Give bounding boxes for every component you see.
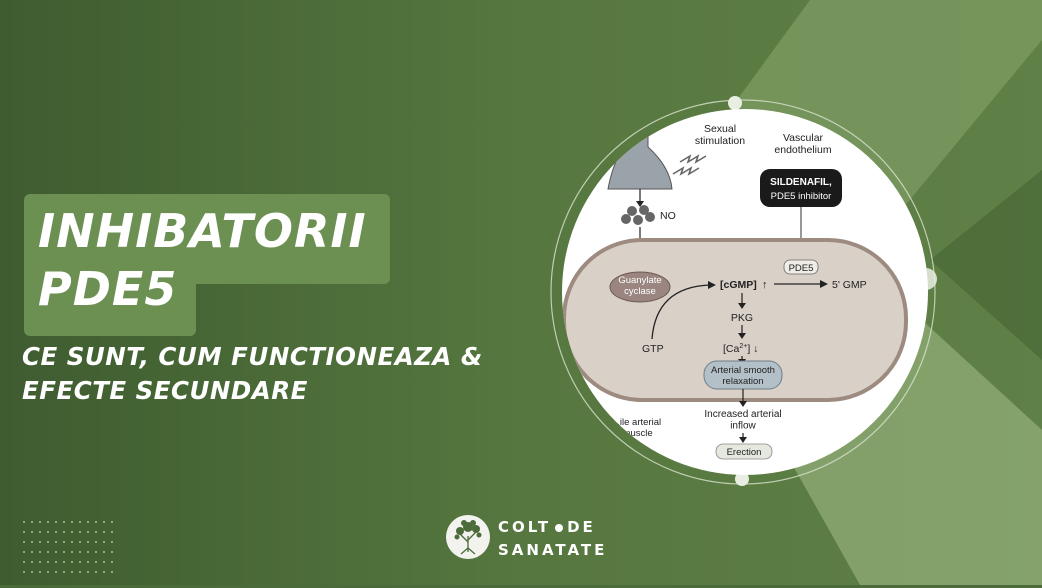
- guanylate-cyclase-node: [609, 271, 671, 303]
- tree-logo-icon: [446, 515, 490, 559]
- pde5-box: [783, 259, 819, 275]
- svg-text:[Ca2+] ↓: [Ca2+] ↓: [723, 343, 758, 355]
- label-ca-sup: 2+: [739, 343, 747, 350]
- dot-grid-decoration: [23, 521, 113, 573]
- label-gtp: GTP: [642, 343, 664, 355]
- title-line-2: PDE5: [38, 262, 178, 316]
- logo-word-de: DE: [567, 518, 596, 536]
- label-sildenafil: SILDENAFIL,: [770, 177, 832, 188]
- ring-dot-top: [728, 96, 742, 110]
- title-block: [24, 194, 390, 336]
- label-ca: [Ca: [723, 343, 740, 355]
- title-line-1: INHIBATORII: [38, 204, 367, 258]
- label-ca-end: ] ↓: [747, 343, 758, 355]
- label-cgmp-arrow: ↑: [762, 279, 768, 291]
- sildenafil-box: [760, 169, 842, 207]
- subtitle-line-1: CE SUNT, CUM FUNCTIONEAZA &: [22, 342, 483, 371]
- title-bg-top: [24, 194, 390, 284]
- label-no: NO: [660, 210, 676, 222]
- label-erection: Erection: [727, 447, 762, 458]
- gtp-arrow: [651, 284, 711, 340]
- label-pde5: PDE5: [789, 263, 814, 274]
- label-cgmp: [cGMP]: [720, 279, 757, 291]
- title-bg-bottom: [24, 274, 196, 336]
- label-pkg: PKG: [731, 312, 753, 324]
- logo-line-1: COLT DE: [498, 518, 596, 536]
- stimulation-bolt-icon: [679, 154, 707, 164]
- light-ray-right: [930, 170, 1042, 360]
- ring-dot-bottom: [735, 472, 749, 486]
- logo-word-colt: COLT: [498, 518, 552, 536]
- logo-word-sanatate: SANATATE: [498, 541, 608, 559]
- no-molecules: [621, 205, 655, 225]
- label-smooth-muscle: ...ile arterial... muscle: [612, 417, 661, 439]
- stimulation-bolt-icon-2: [672, 166, 700, 176]
- erection-box: [715, 443, 773, 460]
- label-5gmp: 5' GMP: [832, 279, 867, 291]
- label-pde5-inhibitor: PDE5 inhibitor: [771, 191, 832, 202]
- subtitle-line-2: EFECTE SECUNDARE: [22, 376, 308, 405]
- logo-dot: [555, 523, 564, 532]
